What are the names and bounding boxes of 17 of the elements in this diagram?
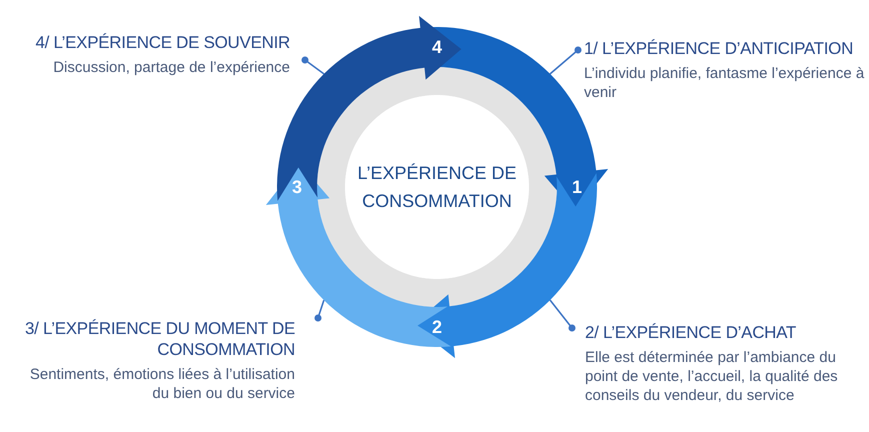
- step-number: 2: [432, 318, 442, 336]
- leader-line: [302, 56, 324, 75]
- step-description: Sentiments, émotions liées à l’utilisation du bien ou du service: [28, 365, 295, 403]
- step-heading: 1/ L’EXPÉRIENCE D’ANTICIPATION: [584, 38, 854, 59]
- leader-line: [549, 300, 576, 332]
- step-number: 1: [572, 178, 582, 196]
- step-heading: 3/ L’EXPÉRIENCE DU MOMENT DE CONSOMMATION: [24, 318, 295, 360]
- leader-line: [314, 300, 325, 322]
- step-description: Elle est déterminée par l’ambiance du point de vente, l’accueil, la qualité des conseils du vendeur, du service: [585, 348, 839, 405]
- step-heading: 2/ L’EXPÉRIENCE D’ACHAT: [585, 322, 798, 343]
- step-heading: 4/ L’EXPÉRIENCE DE SOUVENIR: [34, 32, 290, 53]
- step-number: 3: [292, 178, 302, 196]
- step-description: Discussion, partage de l’expérience: [52, 58, 290, 77]
- center-title: L’EXPÉRIENCE DE CONSOMMATION: [356, 162, 518, 213]
- step-description: L’individu planifie, fantasme l’expérience à venir: [584, 64, 866, 102]
- step-number: 4: [432, 38, 442, 56]
- leader-line: [550, 46, 582, 74]
